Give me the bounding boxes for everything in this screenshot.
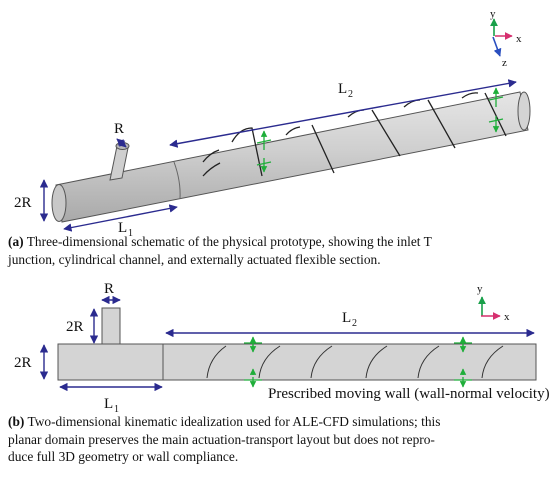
dim-L2-3d <box>169 79 517 148</box>
caption-a-tag: (a) <box>8 234 24 249</box>
caption-b-line2: planar domain preserves the main actuati… <box>8 431 435 447</box>
helix-arcs-2d <box>206 345 504 379</box>
actuators-2d <box>244 336 472 388</box>
pipe-3d-left-cap <box>51 184 67 222</box>
caption-b-line1: Two-dimensional kinematic idealization u… <box>24 414 441 429</box>
caption-b-line3: duce full 3D geometry or wall compliance… <box>8 449 239 464</box>
axis-label-y-3d: y <box>490 8 496 20</box>
label-2R-2d: 2R <box>14 355 32 371</box>
axis-label-z-3d: z <box>502 57 507 69</box>
axis-label-x-3d: x <box>516 33 522 45</box>
pipe-3d-right-cap <box>517 91 531 131</box>
caption-b: (b) Two-dimensional kinematic idealizati… <box>8 413 548 466</box>
dimensions-3d <box>39 79 517 232</box>
axis-z-3d <box>492 36 502 57</box>
axis-label-y-2d: y <box>477 283 483 295</box>
caption-a-line1: Three-dimensional schematic of the physi… <box>23 234 432 249</box>
panel-a-3d-schematic: 2R R L 1 L 2 y x z <box>14 8 531 239</box>
label-R-2d: R <box>104 281 114 297</box>
axis-triad-3d <box>490 18 513 57</box>
pipe-2d-branch <box>101 307 121 345</box>
label-L2-sub-2d: 2 <box>352 318 357 329</box>
label-L1-3d: L <box>118 220 127 236</box>
label-L2-3d: L <box>338 81 347 97</box>
label-L2-sub-3d: 2 <box>348 89 353 100</box>
pipe-3d-seam <box>173 161 181 200</box>
dimensions-2d <box>39 295 535 392</box>
pipe-2d-body <box>57 343 537 381</box>
label-L1-sub-2d: 1 <box>114 404 119 415</box>
label-L1-sub-3d: 1 <box>128 228 133 239</box>
label-L1-2d: L <box>104 396 113 412</box>
caption-a: (a) Three-dimensional schematic of the p… <box>8 233 548 268</box>
dim-L1-3d <box>63 204 178 232</box>
panel-b-2d-domain: 2R 2R R L 1 L 2 Prescribed moving wall (… <box>14 281 550 415</box>
label-L2-2d: L <box>342 310 351 326</box>
pipe-3d-body <box>55 91 529 223</box>
axis-triad-2d <box>478 296 501 320</box>
dim-R-3d <box>116 138 127 148</box>
label-R-3d: R <box>114 121 124 137</box>
caption-b-tag: (b) <box>8 414 25 429</box>
label-2R-3d: 2R <box>14 195 32 211</box>
caption-a-line2: junction, cylindrical channel, and exter… <box>8 251 381 267</box>
label-2R-branch-2d: 2R <box>66 319 84 335</box>
axis-label-x-2d: x <box>504 311 510 323</box>
label-moving-wall: Prescribed moving wall (wall-normal velo… <box>268 386 550 402</box>
